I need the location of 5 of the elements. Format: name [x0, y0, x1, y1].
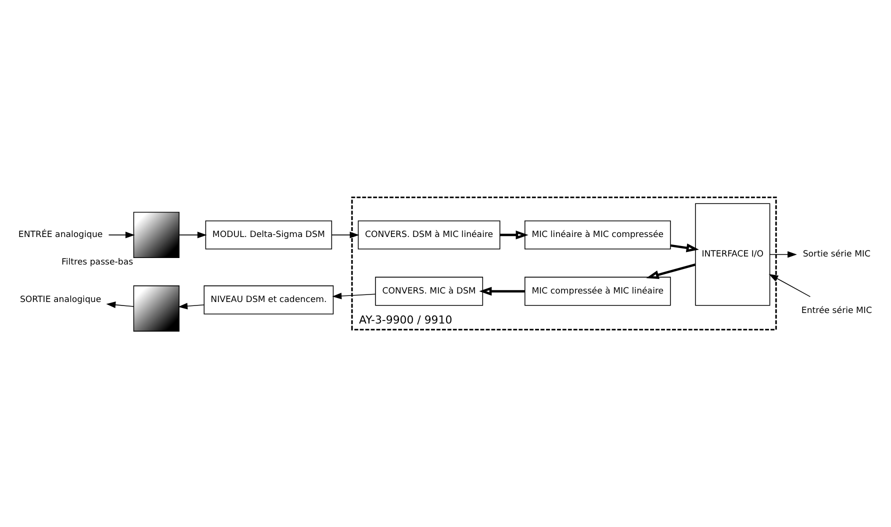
node-text: SORTIE analogique — [20, 295, 102, 306]
node-text: ENTRÉE analogique — [18, 230, 103, 240]
node-label: Filtres passe-bas — [62, 258, 134, 268]
node-text: Sortie série MIC — [802, 250, 871, 260]
node-text: Entrée série MIC — [801, 306, 872, 316]
